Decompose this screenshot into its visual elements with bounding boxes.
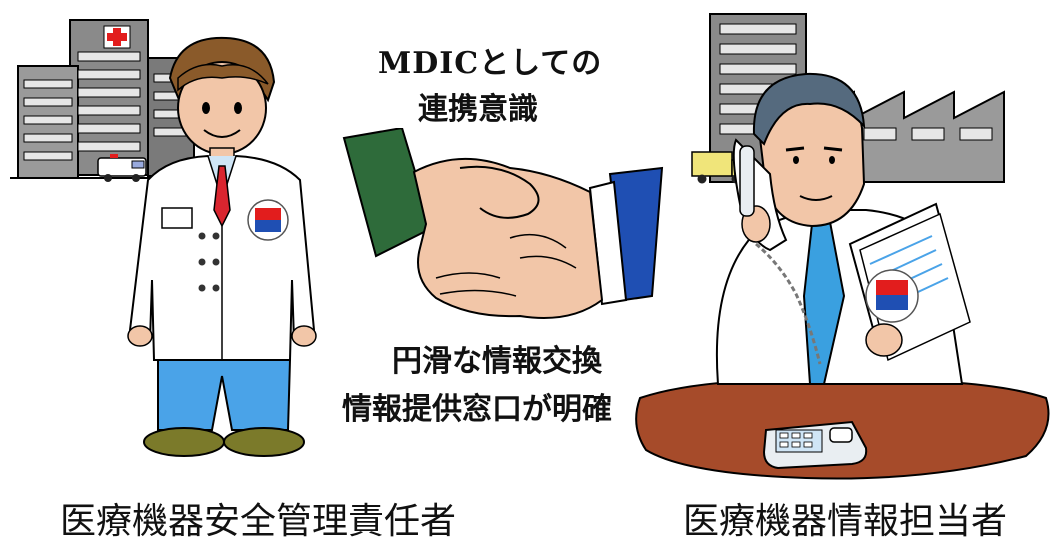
caption-clear-contact-point: 情報提供窓口が明確	[342, 392, 612, 427]
businessman-icon	[715, 72, 971, 385]
caption-mdic-awareness-line1: MDICとしての	[378, 46, 603, 81]
telephone-icon	[762, 420, 868, 470]
label-safety-manager: 医療機器安全管理責任者	[60, 501, 457, 542]
ambulance-icon	[97, 154, 147, 182]
handshake-icon	[342, 128, 664, 319]
caption-mdic-awareness-line2: 連携意識	[418, 92, 538, 127]
caption-smooth-exchange: 円滑な情報交換	[392, 344, 602, 379]
label-information-officer: 医療機器情報担当者	[683, 501, 1008, 542]
truck-icon	[691, 151, 747, 184]
doctor-icon	[127, 36, 317, 457]
